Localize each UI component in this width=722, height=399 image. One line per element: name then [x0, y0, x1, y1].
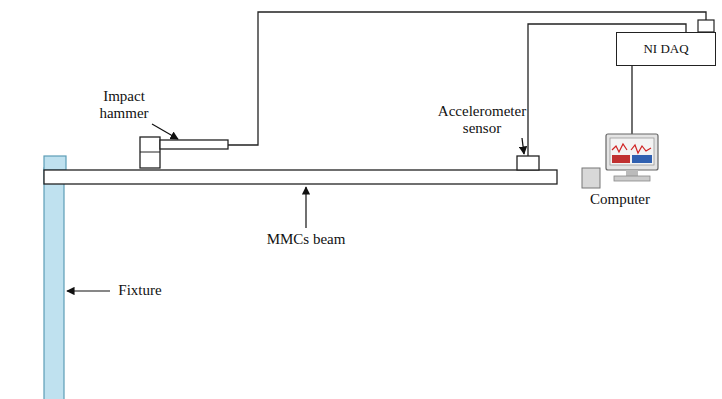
part-label: Impact hammer — [89, 88, 159, 122]
hammer-head-line — [140, 152, 160, 153]
accelerometer — [517, 156, 539, 170]
hammer-handle — [160, 140, 228, 149]
part-label: Computer — [575, 191, 665, 208]
usb-cable — [631, 66, 632, 134]
leader-arrow — [305, 187, 306, 228]
fixture-post — [44, 168, 64, 399]
part-label: Fixture — [110, 282, 170, 299]
computer-icon — [582, 134, 658, 188]
daq-box: NI DAQ — [616, 32, 716, 66]
box-text: NI DAQ — [643, 41, 688, 57]
part-label: MMCs beam — [251, 231, 361, 248]
beam — [44, 170, 557, 184]
leader-arrow — [522, 138, 524, 154]
connector — [698, 20, 714, 32]
leader-arrow — [67, 290, 110, 291]
hammer-head — [140, 137, 160, 168]
part-label: Accelerometer sensor — [432, 103, 532, 137]
fixture-clamp — [44, 156, 66, 170]
leader-arrow — [152, 124, 178, 139]
